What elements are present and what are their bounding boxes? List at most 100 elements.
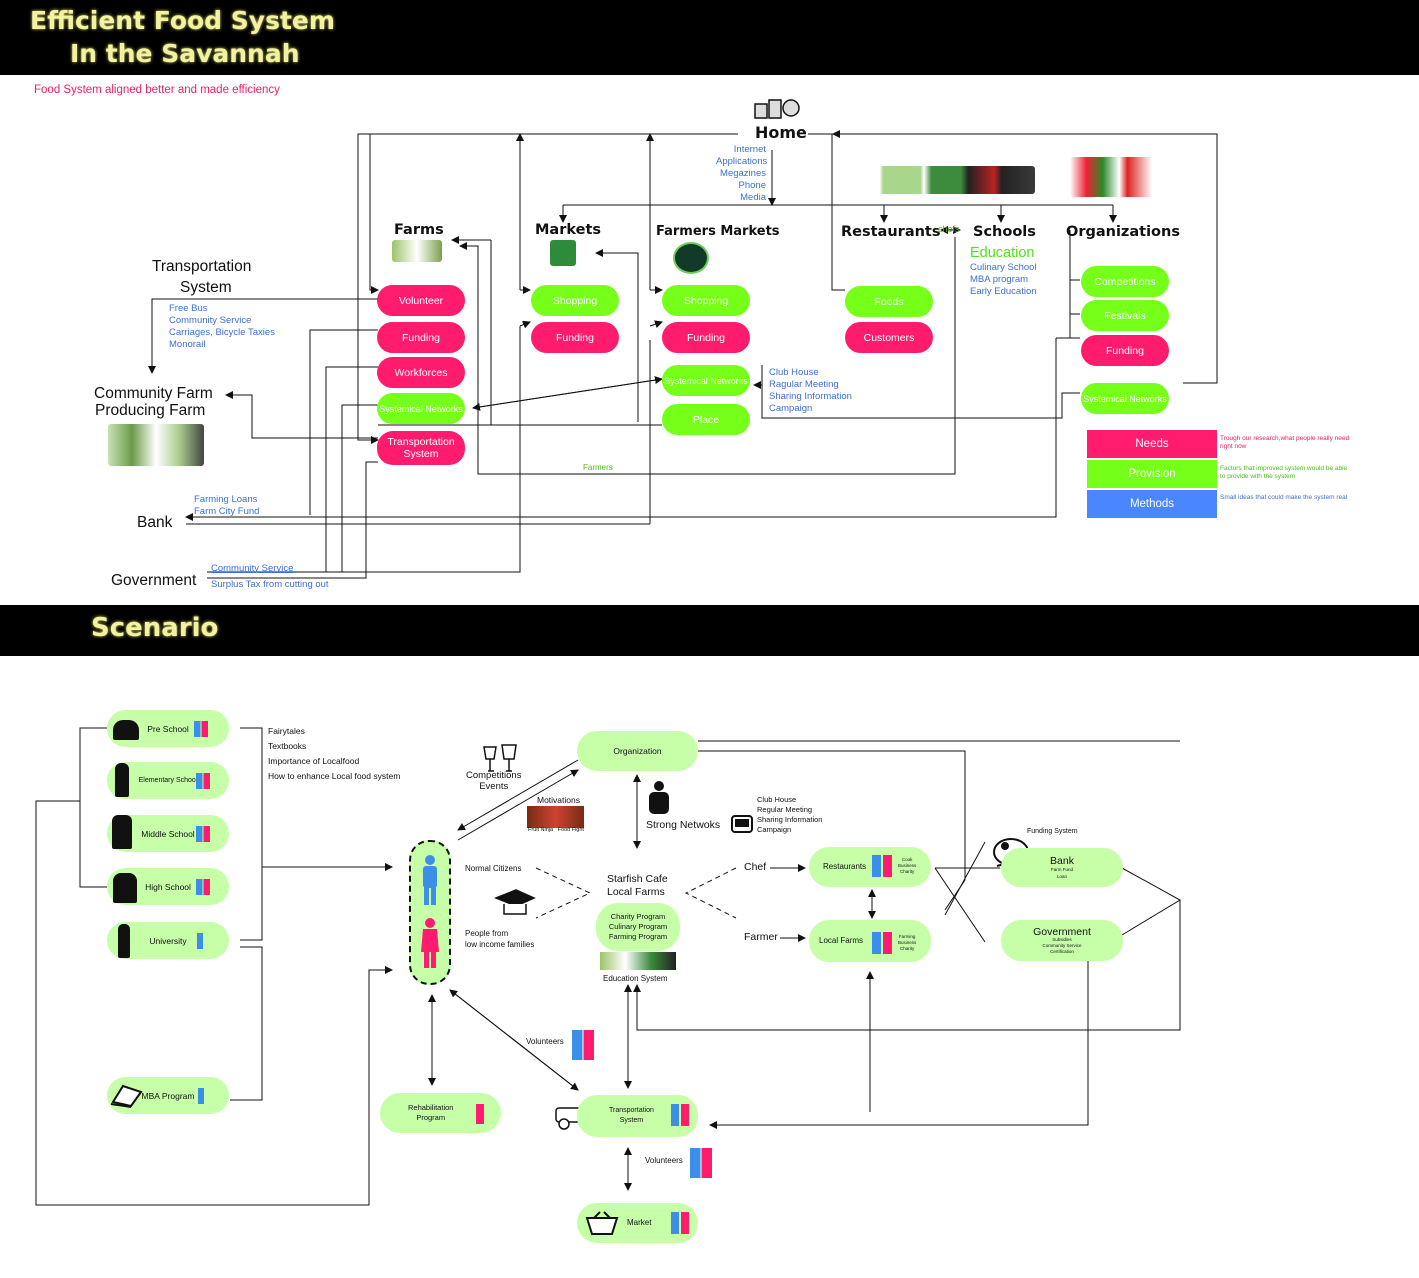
normal-citizens-label: Normal Citizens <box>465 864 522 873</box>
org-pill-funding[interactable]: Funding <box>1081 335 1169 366</box>
adult-silhouette-icon <box>118 924 130 958</box>
government-sub: Subsidies Community Service Certificatio… <box>1042 936 1082 954</box>
pre-school-label: Pre School <box>147 723 189 734</box>
education-system-label: Education System <box>603 974 668 983</box>
restaurants-label: Restaurants <box>841 224 941 240</box>
legend-needs-desc: Trough our research,what people really n… <box>1220 435 1350 450</box>
gov-method-surplus-tax: Surplus Tax from cutting out <box>211 579 329 590</box>
transport-people-icons <box>671 1104 689 1126</box>
farms-pill-volunteer[interactable]: Volunteer <box>377 285 465 316</box>
volunteers-people-icon-2 <box>690 1148 712 1178</box>
organization-box[interactable]: Organization <box>577 731 698 771</box>
legend-provision-desc: Factors that improved system would be ab… <box>1220 465 1348 480</box>
transportation-label-line1: Transportation <box>152 258 252 275</box>
fm-pill-systemical-networks[interactable]: Systemical Networks <box>662 365 750 396</box>
farms-pill-funding[interactable]: Funding <box>377 322 465 353</box>
school-people-icons <box>194 721 208 737</box>
farms-pill-systemical-networks[interactable]: Systemical Networks <box>377 393 465 424</box>
strong-networks-label: Strong Netwoks <box>646 819 721 831</box>
farmers-markets-label: Farmers Markets <box>656 224 780 239</box>
home-icon <box>754 99 800 119</box>
chefs-label: chefs <box>938 224 960 234</box>
education-system-logos <box>600 952 676 970</box>
transportation-label-line2: System <box>180 279 232 296</box>
markets-pill-shopping[interactable]: Shopping <box>531 285 619 316</box>
community-farm-logos <box>108 424 204 466</box>
rehabilitation-label: Rehabilitation Program <box>408 1103 454 1122</box>
system-connectors <box>148 130 1218 579</box>
female-person-icon <box>421 918 439 968</box>
cafe-label-line1: Starfish Cafe <box>607 873 668 885</box>
fm-pill-shopping[interactable]: Shopping <box>662 285 750 316</box>
markets-logo <box>550 240 576 266</box>
transport-methods: Free Bus Community Service Carriages, Bi… <box>169 303 275 350</box>
government-label: Government <box>111 572 197 589</box>
graduation-cap-icon <box>494 889 536 915</box>
legend-methods: Methods <box>1087 490 1217 518</box>
volunteers-label-1: Volunteers <box>526 1037 564 1046</box>
farmer-label: Farmer <box>744 931 778 943</box>
org-pill-festivals[interactable]: Festivals <box>1081 300 1169 331</box>
child-silhouette-icon <box>115 763 129 797</box>
transport-label: Transportation System <box>609 1107 654 1124</box>
volunteers-people-icon-1 <box>572 1030 594 1060</box>
school-people-icons <box>196 879 210 895</box>
laptop-icon <box>110 1084 143 1108</box>
materials-list: Fairytales Textbooks Importance of Local… <box>268 726 401 781</box>
restaurants-label: Restaurants <box>823 862 867 871</box>
legend-provision: Provision <box>1087 460 1217 488</box>
bank-methods: Farming Loans Farm City Fund <box>194 494 260 517</box>
community-farm-label-line2: Producing Farm <box>95 402 206 419</box>
farms-pill-workforces[interactable]: Workforces <box>377 357 465 388</box>
page-title-line1: Efficient Food System <box>30 6 335 35</box>
community-farm-label-line1: Community Farm <box>94 385 213 402</box>
network-methods: Club House Ragular Meeting Sharing Infor… <box>769 367 852 414</box>
motivation-captions: Fruit Ninja Food Fight <box>528 827 584 833</box>
cafe-programs-box[interactable]: Charity Program Culinary Program Farming… <box>596 903 680 951</box>
shopping-basket-icon <box>585 1211 619 1235</box>
org-pill-competitions[interactable]: Competitions <box>1081 266 1169 297</box>
trophy-icon <box>483 744 517 772</box>
baby-silhouette-icon <box>113 720 139 740</box>
volunteers-label-2: Volunteers <box>645 1156 683 1165</box>
restaurants-pill-customers[interactable]: Customers <box>845 322 933 353</box>
gov-method-community-service: Community Service <box>211 563 294 574</box>
male-person-icon <box>423 855 437 905</box>
fm-pill-place[interactable]: Place <box>662 404 750 435</box>
schools-label: Schools <box>973 224 1036 240</box>
farmers-label: Farmers <box>583 463 613 472</box>
markets-pill-funding[interactable]: Funding <box>531 322 619 353</box>
local-farms-label: Local Farms <box>819 936 864 945</box>
local-farms-people-icons <box>872 932 892 954</box>
org-pill-systemical-networks[interactable]: Systemical Networks <box>1081 383 1169 414</box>
competitions-label: Competitions Events <box>466 770 522 792</box>
rehab-person-icon <box>476 1104 484 1124</box>
kids-silhouette-icon <box>112 815 132 849</box>
local-farms-box[interactable]: Local Farms <box>809 920 931 962</box>
restaurants-people-icons <box>872 855 892 877</box>
bank-label: Bank <box>1050 854 1074 867</box>
markets-label: Markets <box>535 222 602 238</box>
organization-logos <box>1070 157 1152 197</box>
transport-box[interactable]: Transportation System <box>577 1095 698 1137</box>
farms-logos <box>392 240 442 262</box>
bank-label: Bank <box>137 514 173 531</box>
schools-methods: Culinary School MBA program Early Educat… <box>970 262 1037 297</box>
education-label: Education <box>970 245 1035 261</box>
networks-people-icon <box>649 781 669 814</box>
restaurant-logos <box>850 166 1035 194</box>
fm-pill-funding[interactable]: Funding <box>662 322 750 353</box>
cafe-programs-label: Charity Program Culinary Program Farming… <box>608 912 668 941</box>
high-school-label: High School <box>145 881 191 892</box>
restaurants-pill-foods[interactable]: Foods <box>845 286 933 317</box>
restaurants-box[interactable]: Restaurants <box>809 847 931 887</box>
government-label: Government <box>1033 925 1091 938</box>
restaurants-sub: Cook Business Charity <box>898 857 917 874</box>
organization-label: Organization <box>613 746 662 756</box>
motivations-label: Motivations <box>537 795 580 805</box>
cafe-label-line2: Local Farms <box>607 886 665 898</box>
farms-pill-transportation-system[interactable]: Transportation System <box>377 431 465 465</box>
bank-sub: Farm Fund Loan <box>1050 866 1073 879</box>
